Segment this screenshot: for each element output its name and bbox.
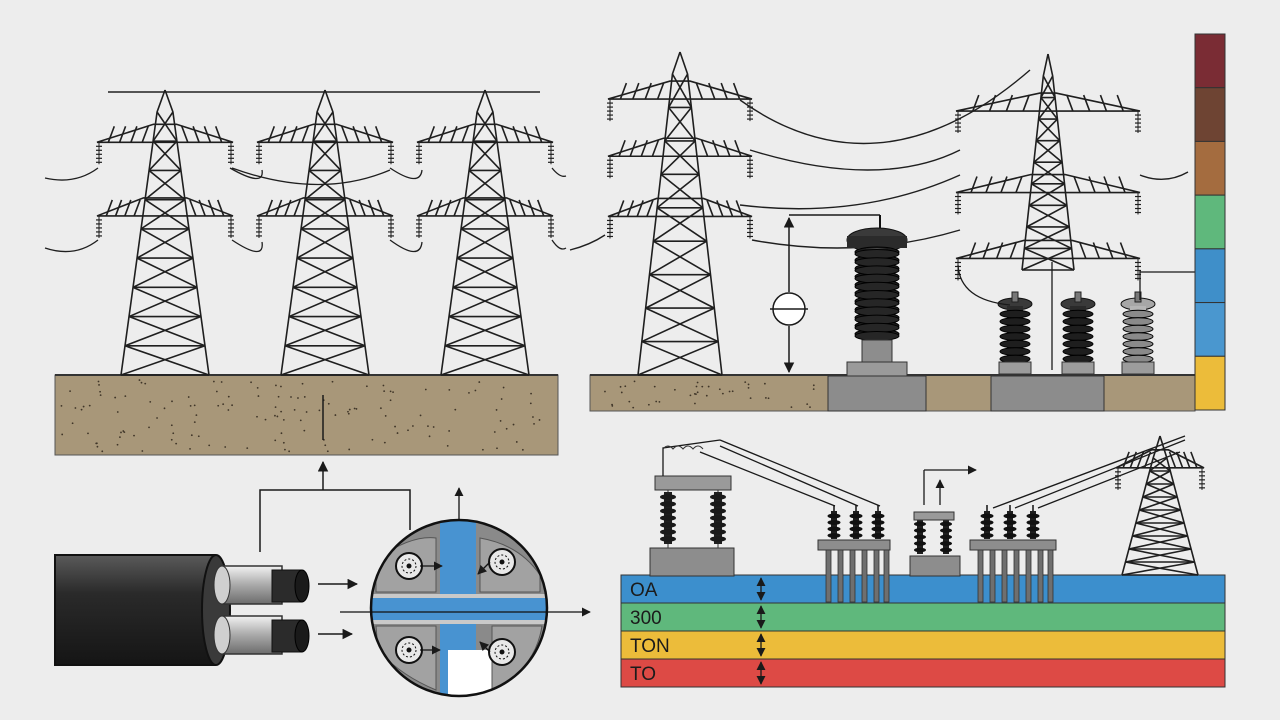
transmission-tower-1	[96, 89, 234, 376]
bolt-terminals	[395, 548, 516, 666]
insulator-string	[416, 142, 422, 165]
insulator-string	[548, 215, 554, 238]
insulator-string	[388, 215, 394, 238]
insulator-string	[955, 111, 961, 134]
transmission-tower-5	[955, 53, 1141, 281]
potential-transformer	[909, 465, 977, 577]
color-scale-bar	[1194, 33, 1226, 411]
layer-label: 300	[630, 608, 662, 629]
layer-label: TO	[630, 664, 656, 685]
meter-symbol	[770, 214, 880, 374]
disconnect-switch	[649, 439, 881, 577]
cable-joint-cross-section	[340, 487, 591, 698]
breaker-group	[817, 505, 1057, 603]
insulator-string	[747, 99, 753, 122]
cable-conductor-top	[213, 565, 310, 605]
insulator-string	[388, 142, 394, 165]
overhead-line-panel	[44, 89, 567, 456]
underground-cable	[54, 554, 359, 666]
bushing-1	[997, 291, 1033, 375]
layer-band-1: OA	[620, 574, 1226, 604]
scale-segment	[1194, 33, 1226, 89]
insulator-string	[607, 156, 613, 179]
insulator-string	[548, 142, 554, 165]
insulator-string	[747, 216, 753, 239]
insulator-string	[416, 215, 422, 238]
substation-panel	[569, 51, 1196, 412]
insulator-group	[997, 291, 1156, 375]
transmission-tower-4	[607, 51, 753, 376]
scale-segment	[1194, 302, 1226, 357]
soil-texture	[60, 379, 541, 453]
bushing-2	[1060, 291, 1096, 375]
connection-arrow	[259, 395, 411, 552]
layer-band-3: TON	[620, 630, 1226, 660]
layer-band-2: 300	[620, 602, 1226, 632]
insulator-string	[96, 142, 102, 165]
soil-texture	[604, 380, 815, 409]
transmission-tower-3	[416, 89, 554, 376]
insulator-string	[607, 99, 613, 122]
scale-segment	[1194, 248, 1226, 304]
insulator-string	[96, 215, 102, 238]
layer-band-4: TO	[620, 658, 1226, 688]
phase-conductors	[44, 167, 567, 253]
cable-conductor-bottom	[213, 615, 310, 655]
insulator-string	[228, 142, 234, 165]
insulator-string	[1199, 467, 1205, 490]
scale-segment	[1194, 140, 1226, 196]
scale-segment	[1194, 194, 1226, 250]
insulator-string	[1135, 111, 1141, 134]
insulator-string	[1115, 467, 1121, 490]
scale-segment	[1194, 87, 1226, 142]
insulator-string	[955, 192, 961, 215]
circuit-breaker-2	[969, 505, 1057, 603]
insulator-string	[607, 216, 613, 239]
transformer-bushing	[846, 215, 908, 377]
insulator-string	[256, 142, 262, 165]
circuit-breaker-1	[817, 505, 891, 603]
insulator-string	[256, 215, 262, 238]
transmission-tower-6	[1115, 435, 1205, 576]
layer-label: OA	[630, 580, 658, 601]
insulator-string	[228, 215, 234, 238]
insulator-string	[747, 156, 753, 179]
layer-label: TON	[630, 636, 670, 657]
transmission-tower-2	[256, 89, 394, 376]
scale-segment	[1194, 355, 1226, 411]
insulator-string	[1135, 192, 1141, 215]
ground-soil	[54, 374, 559, 456]
pt-insulators	[914, 520, 952, 554]
bushing-3	[1120, 291, 1156, 375]
